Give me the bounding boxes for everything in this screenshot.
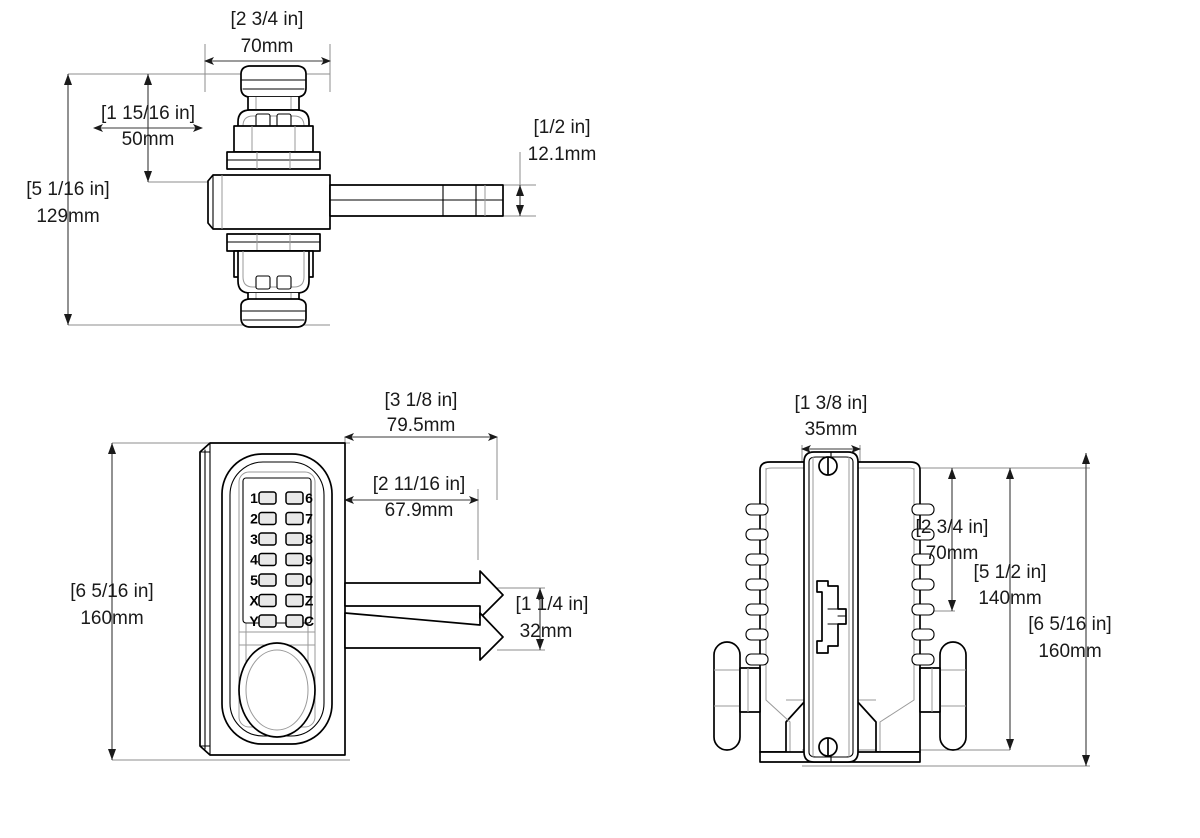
dim-label-imperial: [2 3/4 in] [916,517,989,538]
keypad-button[interactable] [258,552,277,567]
side-view-handle-right [919,641,967,751]
keypad-button[interactable] [258,593,277,608]
dim-label-metric: 12.1mm [528,144,597,165]
dim-top-height-50mm: [1 15/16 in] 50mm [93,74,203,182]
dim-label-imperial: [1 15/16 in] [101,103,195,124]
keypad-button[interactable] [258,614,277,628]
dim-label-imperial: [3 1/8 in] [385,390,458,411]
dim-label-metric: 67.9mm [385,500,454,521]
dim-front-latch-32mm: [1 1/4 in] 32mm [516,588,589,650]
dim-side-offset-70mm: [2 3/4 in] 70mm [916,468,989,611]
top-view-lock-body [207,65,504,328]
keypad-button[interactable] [285,614,304,628]
dim-label-metric: 32mm [520,621,573,642]
dim-label-imperial: [2 3/4 in] [231,9,304,30]
keypad-label-right: 9 [305,552,313,568]
keypad-button[interactable] [258,491,277,505]
keypad-label-left: 3 [250,531,258,547]
front-view: 1 6 2 7 3 8 4 9 5 0X Z Y C [6 5/16 in] 160mm [3 1/8 … [70,390,588,761]
dim-label-metric: 70mm [926,543,979,564]
keypad-label-left: 4 [250,552,258,568]
keypad-button[interactable] [258,573,277,587]
keypad-label-left: 1 [250,490,258,506]
keypad-button[interactable] [258,532,277,546]
dim-front-width-79-5mm: [3 1/8 in] 79.5mm [344,390,498,441]
keypad-button[interactable] [285,532,304,546]
dim-side-height-160mm: [6 5/16 in] 160mm [1028,453,1112,766]
dim-label-imperial: [1 1/4 in] [516,594,589,615]
dim-front-height-160mm: [6 5/16 in] 160mm [70,443,154,760]
dim-label-imperial: [1/2 in] [533,117,590,138]
dim-label-metric: 79.5mm [387,415,456,436]
keypad-label-left: 5 [250,572,258,588]
dim-top-height-129mm: [5 1/16 in] 129mm [26,74,110,325]
keypad-button[interactable] [258,511,277,526]
dim-label-metric: 140mm [978,588,1041,609]
keypad[interactable]: 1 6 2 7 3 8 4 9 5 0X Z Y C [249,490,314,629]
side-view-button-profiles-left [745,503,769,666]
dim-label-metric: 50mm [122,129,175,150]
keypad-label-right: 6 [305,490,313,506]
dim-label-metric: 70mm [241,36,294,57]
dim-label-imperial: [5 1/16 in] [26,179,109,200]
front-view-dimensions: [6 5/16 in] 160mm [3 1/8 in] 79.5mm [2 1… [70,390,588,760]
dim-label-metric: 160mm [1038,641,1101,662]
side-view-handle-left [713,641,761,751]
keypad-label-right: Z [305,593,314,609]
dim-front-width-67-9mm: [2 11/16 in] 67.9mm [344,474,479,521]
keypad-label-left: X [249,593,259,609]
dim-top-bolt-12-1mm: [1/2 in] 12.1mm [516,117,596,216]
side-view: [1 3/8 in] 35mm [2 3/4 in] 70mm [5 1/2 i… [713,393,1112,767]
dim-label-metric: 129mm [36,206,99,227]
keypad-label-right: C [304,613,314,629]
keypad-button[interactable] [285,511,304,526]
top-view: [2 3/4 in] 70mm [1 15/16 in] 50mm [5 1/1… [26,9,596,328]
dim-label-imperial: [6 5/16 in] [1028,614,1111,635]
keypad-button[interactable] [285,552,304,567]
dim-label-imperial: [6 5/16 in] [70,581,153,602]
dim-side-span-140mm: [5 1/2 in] 140mm [974,468,1047,750]
dim-label-metric: 160mm [80,608,143,629]
dim-top-width-70mm: [2 3/4 in] 70mm [204,9,331,65]
keypad-button[interactable] [285,573,304,587]
dim-label-imperial: [2 11/16 in] [373,474,466,495]
dim-side-depth-35mm: [1 3/8 in] 35mm [795,393,868,453]
keypad-label-right: 0 [305,572,313,588]
front-view-lock-body [199,442,346,756]
keypad-button[interactable] [285,593,304,608]
keypad-button[interactable] [285,491,304,505]
dim-label-imperial: [1 3/8 in] [795,393,868,414]
top-view-dimensions: [2 3/4 in] 70mm [1 15/16 in] 50mm [5 1/1… [26,9,596,325]
keypad-label-left: Y [249,613,259,629]
front-view-latch-dimension-arrows [344,570,504,661]
dim-label-metric: 35mm [805,419,858,440]
dim-label-imperial: [5 1/2 in] [974,562,1047,583]
keypad-label-right: 7 [305,511,313,527]
side-view-button-profiles-right [911,503,935,666]
side-view-lock-body [713,451,967,763]
side-view-dimensions: [1 3/8 in] 35mm [2 3/4 in] 70mm [5 1/2 i… [795,393,1112,766]
keypad-label-right: 8 [305,531,313,547]
keypad-label-left: 2 [250,511,258,527]
